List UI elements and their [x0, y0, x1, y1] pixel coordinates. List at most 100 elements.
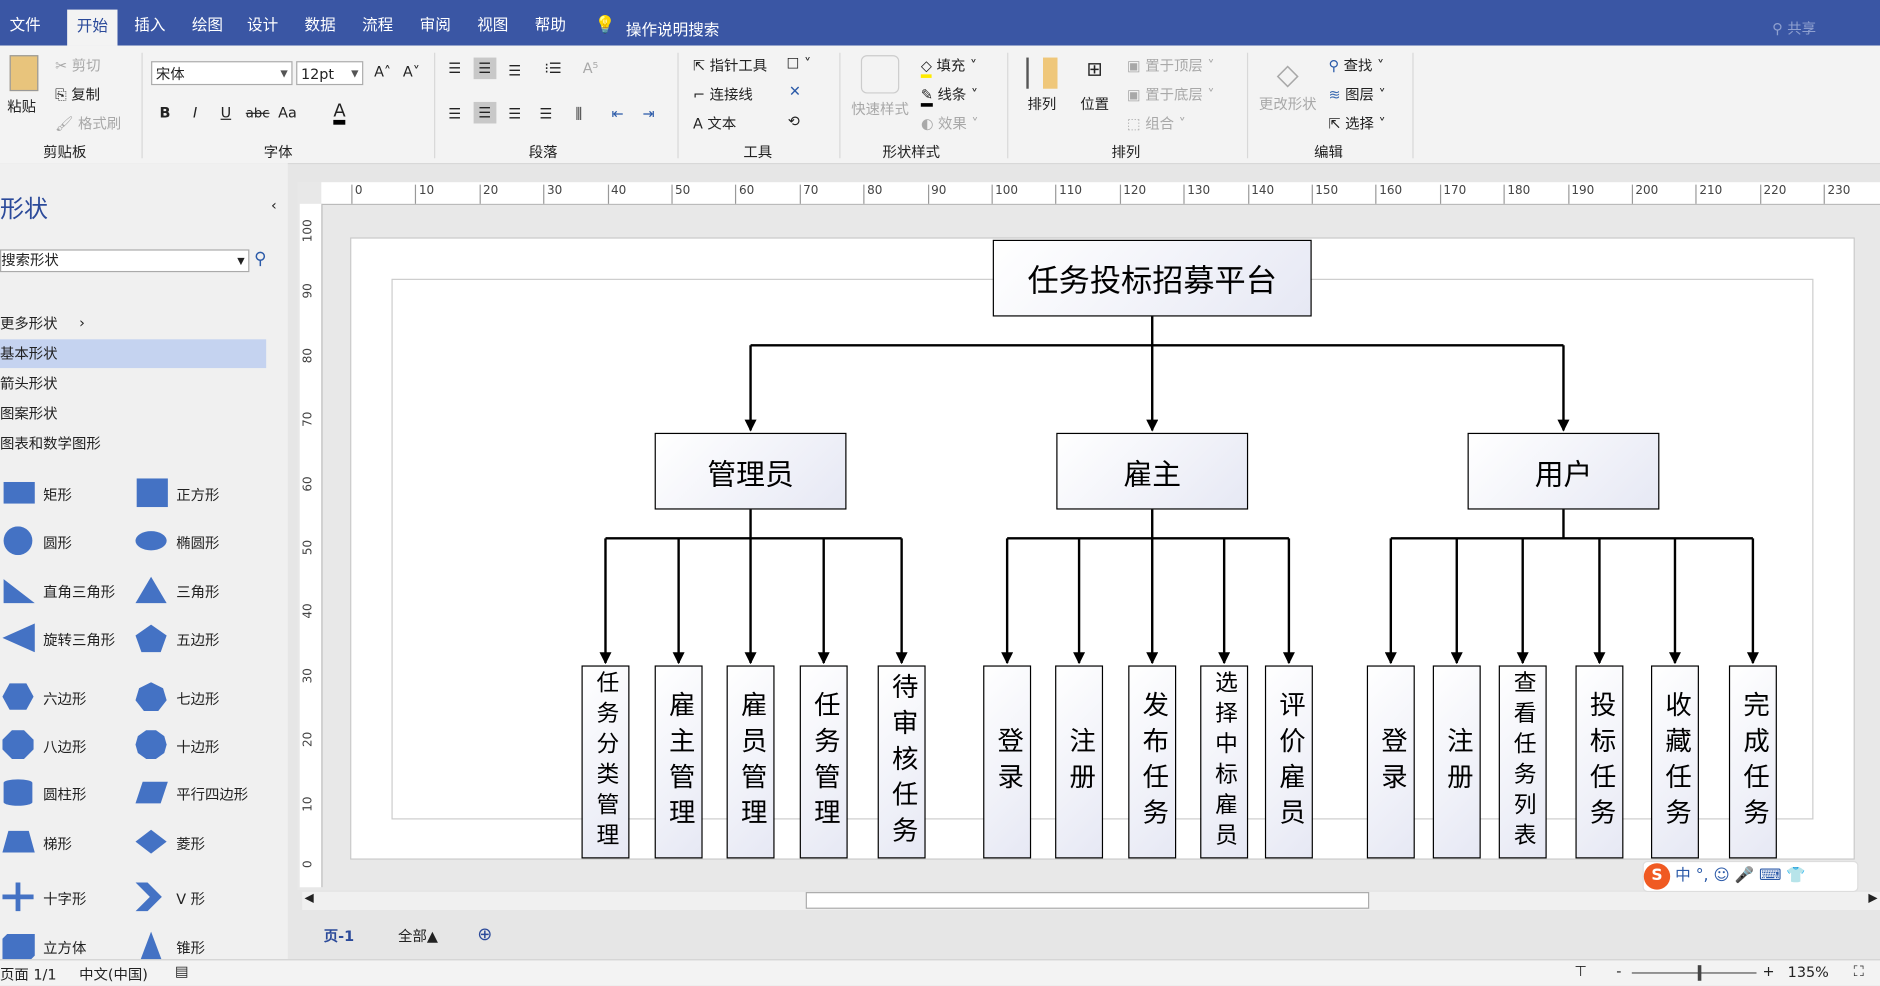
font-size-select[interactable]: 12pt▼ [296, 61, 364, 86]
leaf-node[interactable]: 任务分类管理 [581, 665, 630, 859]
text-direction-icon[interactable]: ⫼ [575, 105, 583, 123]
effects-button[interactable]: ◐ 效果 ˅ [920, 115, 979, 132]
tab-7[interactable]: 审阅 [419, 16, 451, 35]
increase-indent-icon[interactable]: ⇥ [642, 105, 655, 123]
font-name-select[interactable]: 宋体▼ [151, 61, 293, 86]
tab-1[interactable]: 开始 [67, 9, 118, 46]
group-button[interactable]: ⬚ 组合 ˅ [1127, 115, 1186, 132]
zoom-in-button[interactable]: + [1762, 962, 1775, 980]
strikethrough-button[interactable]: abc [245, 105, 270, 122]
ime-toolbar[interactable]: S 中 °, ☺ 🎤 ⌨ 👕 [1642, 860, 1859, 893]
leaf-node[interactable]: 雇主管理 [654, 665, 703, 859]
page-number-status[interactable]: 页面 1/1 [0, 966, 57, 984]
leaf-node[interactable]: 登录 [983, 665, 1032, 859]
group-node[interactable]: 管理员 [654, 432, 847, 510]
leaf-node[interactable]: 发布任务 [1128, 665, 1177, 859]
leaf-node[interactable]: 查看任务列表 [1498, 665, 1547, 859]
text-superscript-icon[interactable]: A⁵ [582, 59, 599, 77]
shape-category[interactable]: 图案形状 [0, 405, 58, 423]
align-top-icon[interactable]: ☰ [448, 59, 462, 77]
tab-4[interactable]: 设计 [246, 16, 279, 35]
align-left-icon[interactable]: ☰ [448, 105, 462, 123]
line-button[interactable]: ✎ 线条 ˅ [920, 84, 978, 107]
scrollbar-thumb[interactable] [805, 892, 1370, 909]
pointer-tool-button[interactable]: ⇱ 指针工具 [693, 57, 768, 75]
leaf-node[interactable]: 任务管理 [799, 665, 848, 859]
zoom-out-button[interactable]: - [1616, 962, 1622, 980]
leaf-node[interactable]: 选择中标雇员 [1200, 665, 1249, 859]
tell-me-search[interactable]: 操作说明搜索 [625, 21, 720, 40]
text-tool-button[interactable]: A 文本 [693, 115, 737, 132]
group-node[interactable]: 用户 [1467, 432, 1660, 510]
fit-page-icon[interactable]: ⛶ [1853, 962, 1864, 980]
copy-button[interactable]: ⎘ 复制 [55, 86, 101, 104]
bold-button[interactable]: B [159, 104, 171, 122]
change-case-button[interactable]: Aa [278, 104, 297, 122]
search-icon[interactable]: ⚲ [254, 249, 267, 269]
all-pages-button[interactable]: 全部▲ [398, 928, 438, 945]
zoom-slider[interactable] [1631, 965, 1757, 981]
scroll-left-button[interactable]: ◀ [304, 892, 314, 906]
rotate-icon[interactable]: ⟲ [787, 112, 800, 130]
leaf-node[interactable]: 待审核任务 [877, 665, 926, 859]
align-middle-icon[interactable]: ☰ [473, 57, 497, 80]
shrink-font-icon[interactable]: A˅ [402, 63, 420, 81]
cut-button[interactable]: ✂ 剪切 [55, 57, 101, 75]
tab-8[interactable]: 视图 [477, 16, 509, 35]
leaf-node[interactable]: 注册 [1432, 665, 1481, 859]
shape-category[interactable]: 基本形状 [0, 345, 58, 363]
horizontal-scrollbar[interactable]: ◀ ▶ [302, 892, 1880, 911]
fill-button[interactable]: ◇ 填充 ˅ [920, 55, 977, 78]
paste-button[interactable]: 粘贴 [7, 55, 39, 116]
tab-2[interactable]: 插入 [134, 16, 166, 35]
arrange-button[interactable]: 排列 [1026, 57, 1058, 114]
language-status[interactable]: 中文(中国) [79, 966, 148, 984]
position-button[interactable]: ⊞ 位置 [1079, 58, 1110, 114]
collapse-panel-button[interactable]: ‹ [270, 196, 277, 214]
send-to-back-button[interactable]: ▣ 置于底层 ˅ [1127, 86, 1215, 104]
ime-mode[interactable]: 中 [1675, 866, 1691, 885]
tab-3[interactable]: 绘图 [191, 16, 224, 35]
tab-5[interactable]: 数据 [304, 16, 336, 35]
connection-point-icon[interactable]: ✕ [788, 82, 801, 100]
align-right-icon[interactable]: ☰ [508, 105, 522, 123]
grow-font-icon[interactable]: A˄ [374, 63, 392, 81]
presentation-mode-icon[interactable]: ⊤ [1574, 962, 1587, 980]
page-tab[interactable]: 页-1 [323, 928, 355, 945]
quick-styles-button[interactable]: 快速样式 [851, 55, 909, 119]
underline-button[interactable]: U [220, 104, 232, 122]
bullets-icon[interactable]: ⁝☰ [544, 59, 562, 77]
group-node[interactable]: 雇主 [1056, 432, 1249, 510]
connector-button[interactable]: ⌐ 连接线 [693, 86, 753, 104]
select-button[interactable]: ⇱ 选择 ˅ [1328, 115, 1386, 132]
root-node[interactable]: 任务投标招募平台 [992, 239, 1312, 317]
leaf-node[interactable]: 完成任务 [1728, 665, 1777, 859]
shape-category[interactable]: 图表和数学图形 [0, 435, 101, 453]
tab-6[interactable]: 流程 [362, 16, 394, 35]
italic-button[interactable]: I [193, 104, 198, 122]
zoom-slider-thumb[interactable] [1697, 965, 1702, 981]
align-bottom-icon[interactable]: ☰ [508, 62, 522, 80]
change-shape-button[interactable]: ◇ 更改形状 [1259, 58, 1317, 114]
leaf-node[interactable]: 投标任务 [1575, 665, 1624, 859]
search-shapes-input[interactable]: 搜索形状 ▼ [0, 249, 250, 273]
tab-0[interactable]: 文件 [9, 16, 41, 35]
rectangle-tool-button[interactable]: ☐ ˅ [786, 55, 812, 72]
leaf-node[interactable]: 登录 [1366, 665, 1415, 859]
shape-category[interactable]: 箭头形状 [0, 375, 58, 393]
bring-to-front-button[interactable]: ▣ 置于顶层 ˅ [1127, 57, 1215, 75]
format-painter-button[interactable]: 🖌 格式刷 [55, 115, 122, 132]
decrease-indent-icon[interactable]: ⇤ [611, 105, 624, 123]
leaf-node[interactable]: 雇员管理 [726, 665, 775, 859]
find-button[interactable]: ⚲ 查找 ˅ [1328, 57, 1385, 75]
leaf-node[interactable]: 收藏任务 [1650, 665, 1699, 859]
scroll-right-button[interactable]: ▶ [1868, 892, 1878, 906]
zoom-level[interactable]: 135% [1787, 963, 1829, 981]
align-center-icon[interactable]: ☰ [473, 101, 497, 124]
justify-icon[interactable]: ☰ [539, 105, 553, 123]
leaf-node[interactable]: 评价雇员 [1264, 665, 1313, 859]
shape-category[interactable]: 更多形状 [0, 315, 58, 333]
macro-icon[interactable]: ▤ [175, 962, 189, 980]
leaf-node[interactable]: 注册 [1055, 665, 1104, 859]
share-button[interactable]: ⚲ 共享 [1772, 20, 1817, 38]
